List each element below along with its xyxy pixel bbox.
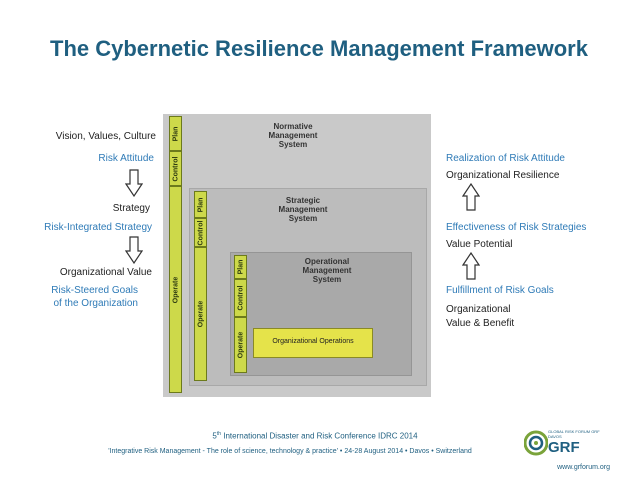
conference-title: 5th International Disaster and Risk Conf…: [212, 431, 418, 441]
grf-swirl-icon: [524, 430, 548, 456]
slide-title: The Cybernetic Resilience Management Fra…: [50, 36, 588, 61]
operational-operate-label: Operate: [234, 317, 247, 373]
website-url: www.grforum.org: [557, 464, 610, 471]
logo-small-text: GLOBAL RISK FORUM GRF DAVOS: [548, 429, 600, 439]
label-of-the-organization: of the Organization: [53, 298, 139, 309]
logo-main-text: GRF: [548, 439, 580, 456]
normative-control-label: Control: [169, 151, 182, 186]
label-organizational: Organizational: [446, 304, 511, 315]
label-risk-steered-goals: Risk-Steered Goals: [51, 285, 138, 296]
label-fulfillment-of-risk-goals: Fulfillment of Risk Goals: [446, 285, 554, 296]
label-organizational-resilience: Organizational Resilience: [446, 170, 560, 181]
up-arrow-icon: [462, 183, 480, 211]
label-effectiveness-of-risk-strategies: Effectiveness of Risk Strategies: [446, 222, 587, 233]
strategic-operate-label: Operate: [194, 247, 207, 381]
normative-plan-label: Plan: [169, 116, 182, 151]
operational-plan-label: Plan: [234, 255, 247, 279]
strategic-plan-label: Plan: [194, 191, 207, 218]
label-strategy: Strategy: [112, 203, 150, 214]
label-value-and-benefit: Value & Benefit: [446, 318, 515, 329]
up-arrow-icon: [462, 252, 480, 280]
down-arrow-icon: [125, 169, 143, 197]
grf-logo: GLOBAL RISK FORUM GRF DAVOS GRF: [524, 424, 608, 464]
label-value-potential: Value Potential: [446, 239, 513, 250]
label-risk-attitude: Risk Attitude: [98, 153, 154, 164]
label-vision-values-culture: Vision, Values, Culture: [55, 131, 156, 142]
organizational-operations-box: Organizational Operations: [253, 328, 373, 358]
label-realization-of-risk-attitude: Realization of Risk Attitude: [446, 153, 565, 164]
label-risk-integrated-strategy: Risk-Integrated Strategy: [44, 222, 152, 233]
label-organizational-value: Organizational Value: [59, 267, 152, 278]
operational-control-label: Control: [234, 279, 247, 317]
down-arrow-icon: [125, 236, 143, 264]
normative-operate-label: Operate: [169, 186, 182, 393]
strategic-control-label: Control: [194, 218, 207, 247]
conference-subtitle: 'Integrative Risk Management - The role …: [108, 448, 472, 455]
